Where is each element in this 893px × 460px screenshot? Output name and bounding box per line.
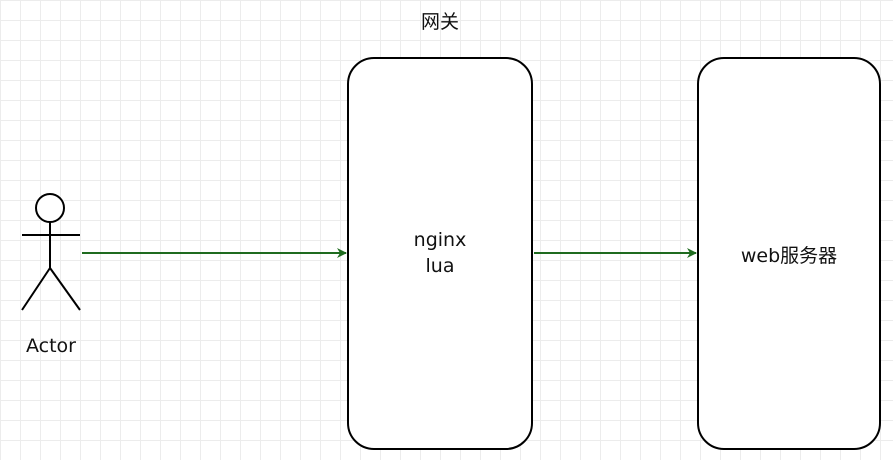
gateway-box-line2: lua bbox=[426, 255, 455, 277]
gateway-box[interactable] bbox=[347, 57, 533, 450]
web-server-label: web服务器 bbox=[741, 245, 837, 267]
actor-figure[interactable] bbox=[21, 193, 81, 311]
actor-right-leg bbox=[49, 267, 81, 311]
gateway-box-line1: nginx bbox=[414, 229, 467, 251]
web-server-box[interactable] bbox=[697, 57, 881, 450]
actor-head bbox=[35, 193, 65, 223]
actor-left-leg bbox=[21, 267, 51, 311]
gateway-title: 网关 bbox=[421, 11, 459, 33]
actor-label: Actor bbox=[26, 335, 76, 357]
